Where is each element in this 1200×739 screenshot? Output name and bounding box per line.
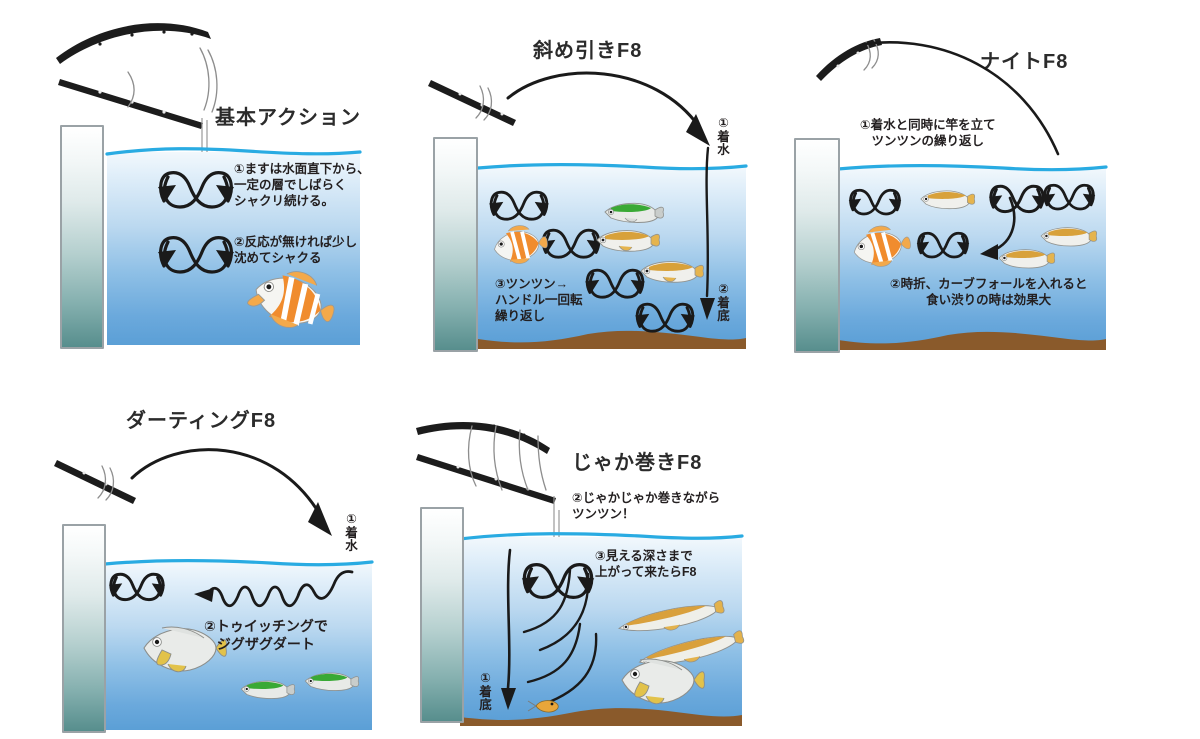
sand-bottom (838, 331, 1106, 350)
figure-eight-motif (489, 190, 549, 221)
water-surface-line (103, 558, 374, 567)
pillar (62, 524, 106, 733)
fish-yellow-horse-mackerel (640, 261, 704, 283)
pillar (60, 125, 104, 349)
fish-yellow-horse-mackerel (1040, 227, 1098, 247)
panel-note: ①ますは水面直下から、 一定の層でしばらく シャクリ続ける。 (234, 162, 370, 208)
fish-silver-trevally (621, 658, 705, 705)
fish-green-mackerel (304, 672, 359, 691)
figure-eight-motif (158, 171, 234, 209)
panel-note: ③ツンツン→ ハンドル一回転 繰り返し (495, 277, 583, 323)
figure-eight-motif (916, 231, 970, 259)
panel-note: ②じゃかじゃか巻きながら ツンツン！ (572, 491, 721, 521)
rod-illustration (56, 23, 218, 129)
panel-title: じゃか巻きF8 (572, 452, 703, 474)
water-scene (0, 380, 420, 739)
cast-trajectory-arrow (862, 41, 1060, 156)
rod-illustration (428, 80, 516, 126)
lure-icon (527, 700, 559, 713)
pillar (794, 138, 840, 353)
figure-eight-motif (635, 302, 695, 333)
rod-illustration (416, 422, 556, 504)
cast-trajectory-arrow (130, 448, 332, 536)
fish-yellow-horse-mackerel (920, 190, 976, 210)
fish-silver-trevally (143, 626, 227, 673)
fish-sand-lance (618, 600, 725, 632)
figure-eight-motif (988, 184, 1046, 214)
figure-eight-motif (521, 563, 595, 599)
figure-eight-motif (1042, 183, 1096, 211)
fish-yellow-horse-mackerel (596, 230, 660, 252)
pillar (420, 507, 464, 723)
panel-note: ②時折、カーブフォールを入れると 食い渋りの時は効果大 (890, 277, 1088, 307)
fish-orange-rockfish (494, 225, 548, 264)
figure-eight-motif (541, 228, 601, 259)
curve-fall-arrow (980, 196, 1016, 260)
panel-darting-f8: ダーティングF8 (0, 380, 420, 739)
panel-jaka-maki-f8: じゃか巻きF8 (400, 400, 800, 739)
panel-title: ナイトF8 (980, 51, 1069, 73)
water-surface-line (836, 163, 1108, 172)
sink-line (501, 548, 516, 710)
panel-note: ③見える深さまで 上がって来たらF8 (595, 549, 697, 579)
panel-note: ②反応が無ければ少し 沈めてシャクる (234, 235, 358, 265)
water-body (458, 532, 744, 726)
pillar (433, 137, 478, 352)
fish-yellow-horse-mackerel (998, 249, 1056, 269)
panel-basic-action: 基本アクション (0, 0, 400, 380)
water-scene (794, 0, 1200, 380)
figure-eight-motif (848, 188, 902, 216)
water-surface-line (458, 532, 744, 541)
fish-green-mackerel (240, 680, 295, 699)
figure-eight-motif (158, 236, 234, 274)
figure-eight-motif (585, 268, 645, 299)
fish-orange-rockfish (247, 271, 335, 328)
sand-bottom (460, 708, 742, 726)
panel-note: ①着水と同時に竿を立て ツンツンの繰り返し (860, 118, 996, 148)
panel-night-f8: ナイトF8 (794, 0, 1200, 380)
rod-illustration (54, 460, 136, 504)
fish-orange-rockfish (853, 225, 911, 267)
water-scene (0, 0, 400, 380)
sand-bottom (478, 330, 746, 349)
zigzag-dart-path (194, 570, 354, 608)
panel-title: 基本アクション (215, 107, 361, 129)
fish-green-mackerel (604, 202, 664, 223)
panel-title: 斜め引きF8 (533, 40, 643, 62)
water-scene (400, 0, 800, 380)
sink-line (700, 146, 715, 320)
water-surface-line (105, 147, 362, 156)
panel-note: ②トゥイッチングで ジグザグダート (204, 618, 328, 652)
panel-title: ダーティングF8 (126, 410, 277, 432)
water-surface-line (476, 162, 748, 171)
water-scene (400, 400, 800, 739)
panel-diagonal-retrieve-f8: 斜め引きF8 (400, 0, 800, 380)
cast-trajectory-arrow (506, 71, 710, 146)
figure-eight-motif (108, 572, 166, 602)
